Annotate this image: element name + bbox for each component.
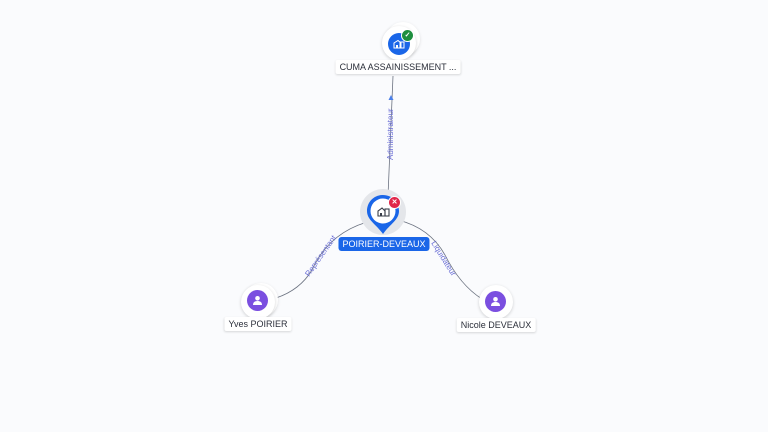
node-label-main[interactable]: POIRIER-DEVEAUX — [338, 237, 430, 251]
person-circle[interactable] — [247, 290, 268, 311]
building-icon — [377, 207, 390, 217]
check-icon: ✓ — [401, 29, 414, 42]
arrow-icon — [388, 95, 394, 100]
building-icon — [393, 39, 405, 49]
edge-line-liquidateur — [397, 219, 483, 300]
person-circle[interactable] — [485, 291, 506, 312]
edge-label-administrateur: Administrateur — [386, 108, 395, 160]
edge-label-representant: Représentant — [303, 233, 338, 278]
person-icon — [253, 296, 262, 305]
edge-line-representant — [275, 219, 376, 299]
edge-label-liquidateur: Liquidateur — [429, 239, 458, 278]
node-label-nicole[interactable]: Nicole DEVEAUX — [456, 318, 536, 332]
person-icon — [491, 297, 500, 306]
closed-status-icon: ✕ — [388, 196, 401, 209]
node-label-cuma[interactable]: CUMA ASSAINISSEMENT ... — [335, 60, 461, 74]
node-label-yves[interactable]: Yves POIRIER — [224, 317, 292, 331]
edge-line-administrateur — [387, 75, 394, 197]
